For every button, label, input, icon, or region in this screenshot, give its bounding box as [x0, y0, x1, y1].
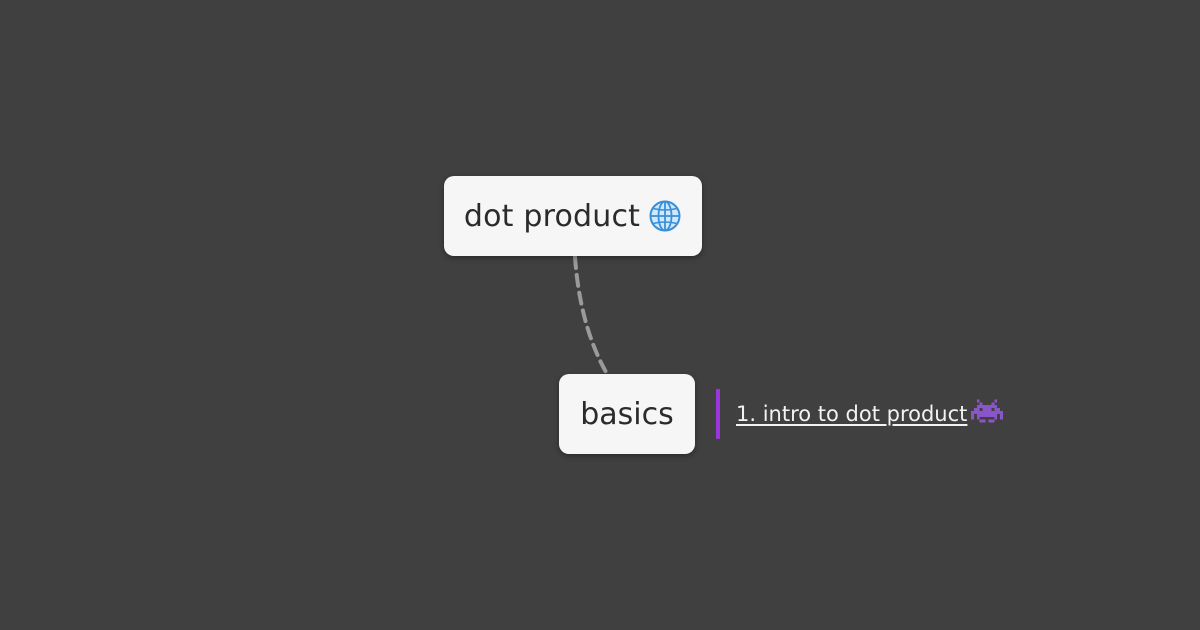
leaf-item: 1. intro to dot product: [716, 389, 1004, 439]
alien-monster-icon: [971, 398, 1004, 424]
basics-node-label: basics: [580, 396, 674, 432]
intro-to-dot-product-link[interactable]: 1. intro to dot product: [736, 402, 968, 426]
root-node-label: dot product: [463, 198, 641, 234]
leaf-accent-bar: [716, 389, 720, 439]
basics-node[interactable]: basics: [559, 374, 695, 454]
globe-icon: [648, 199, 682, 233]
connector-root-to-basics: [573, 255, 608, 374]
root-node[interactable]: dot product: [444, 176, 702, 256]
